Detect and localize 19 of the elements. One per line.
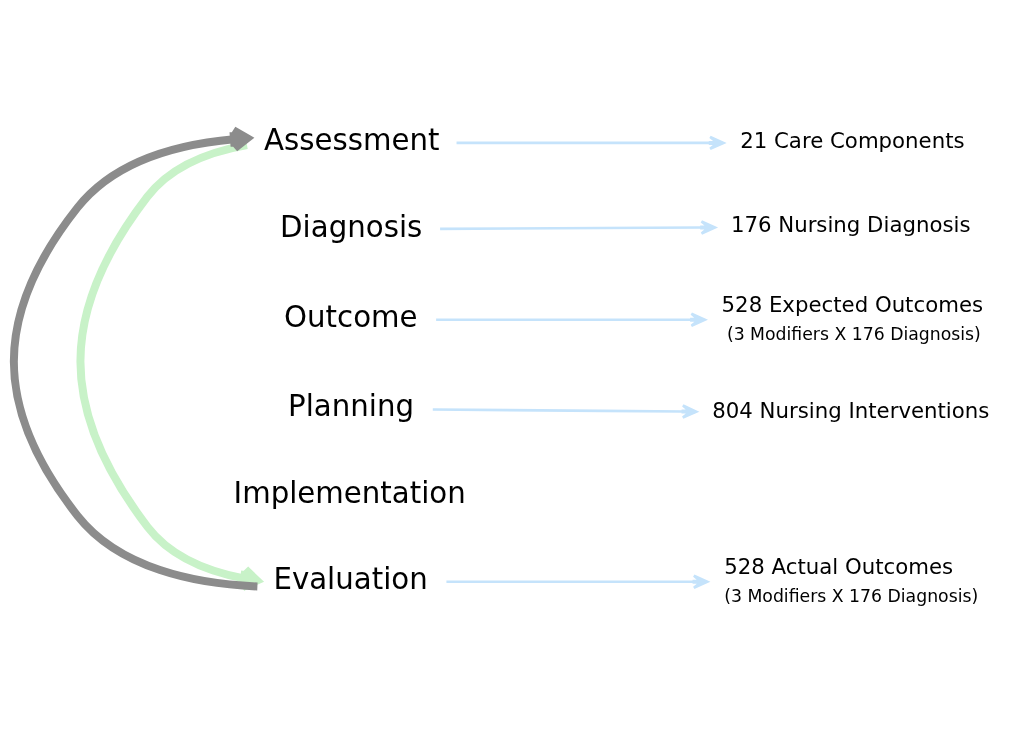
arrow bbox=[432, 404, 698, 419]
arrow bbox=[446, 574, 709, 590]
node-text: Outcome bbox=[284, 300, 418, 335]
node-text: 528 Actual Outcomes bbox=[724, 553, 954, 579]
node-label: (3 Modifiers X 176 Diagnosis) bbox=[726, 324, 981, 345]
arrow bbox=[9, 126, 258, 591]
arrow bbox=[440, 220, 717, 235]
node-text: Assessment bbox=[264, 123, 440, 158]
node-text: Diagnosis bbox=[280, 209, 423, 244]
node-label: (3 Modifiers X 176 Diagnosis) bbox=[724, 586, 979, 607]
node-text: Planning bbox=[288, 389, 415, 424]
node-text: 176 Nursing Diagnosis bbox=[730, 211, 971, 237]
arrow bbox=[456, 135, 725, 151]
node-text: 804 Nursing Interventions bbox=[712, 397, 990, 423]
node-text: 21 Care Components bbox=[740, 127, 965, 153]
arrow bbox=[436, 312, 707, 328]
node-text: Implementation bbox=[233, 475, 466, 510]
node-text: 528 Expected Outcomes bbox=[721, 291, 984, 317]
node-text: Evaluation bbox=[273, 562, 428, 597]
